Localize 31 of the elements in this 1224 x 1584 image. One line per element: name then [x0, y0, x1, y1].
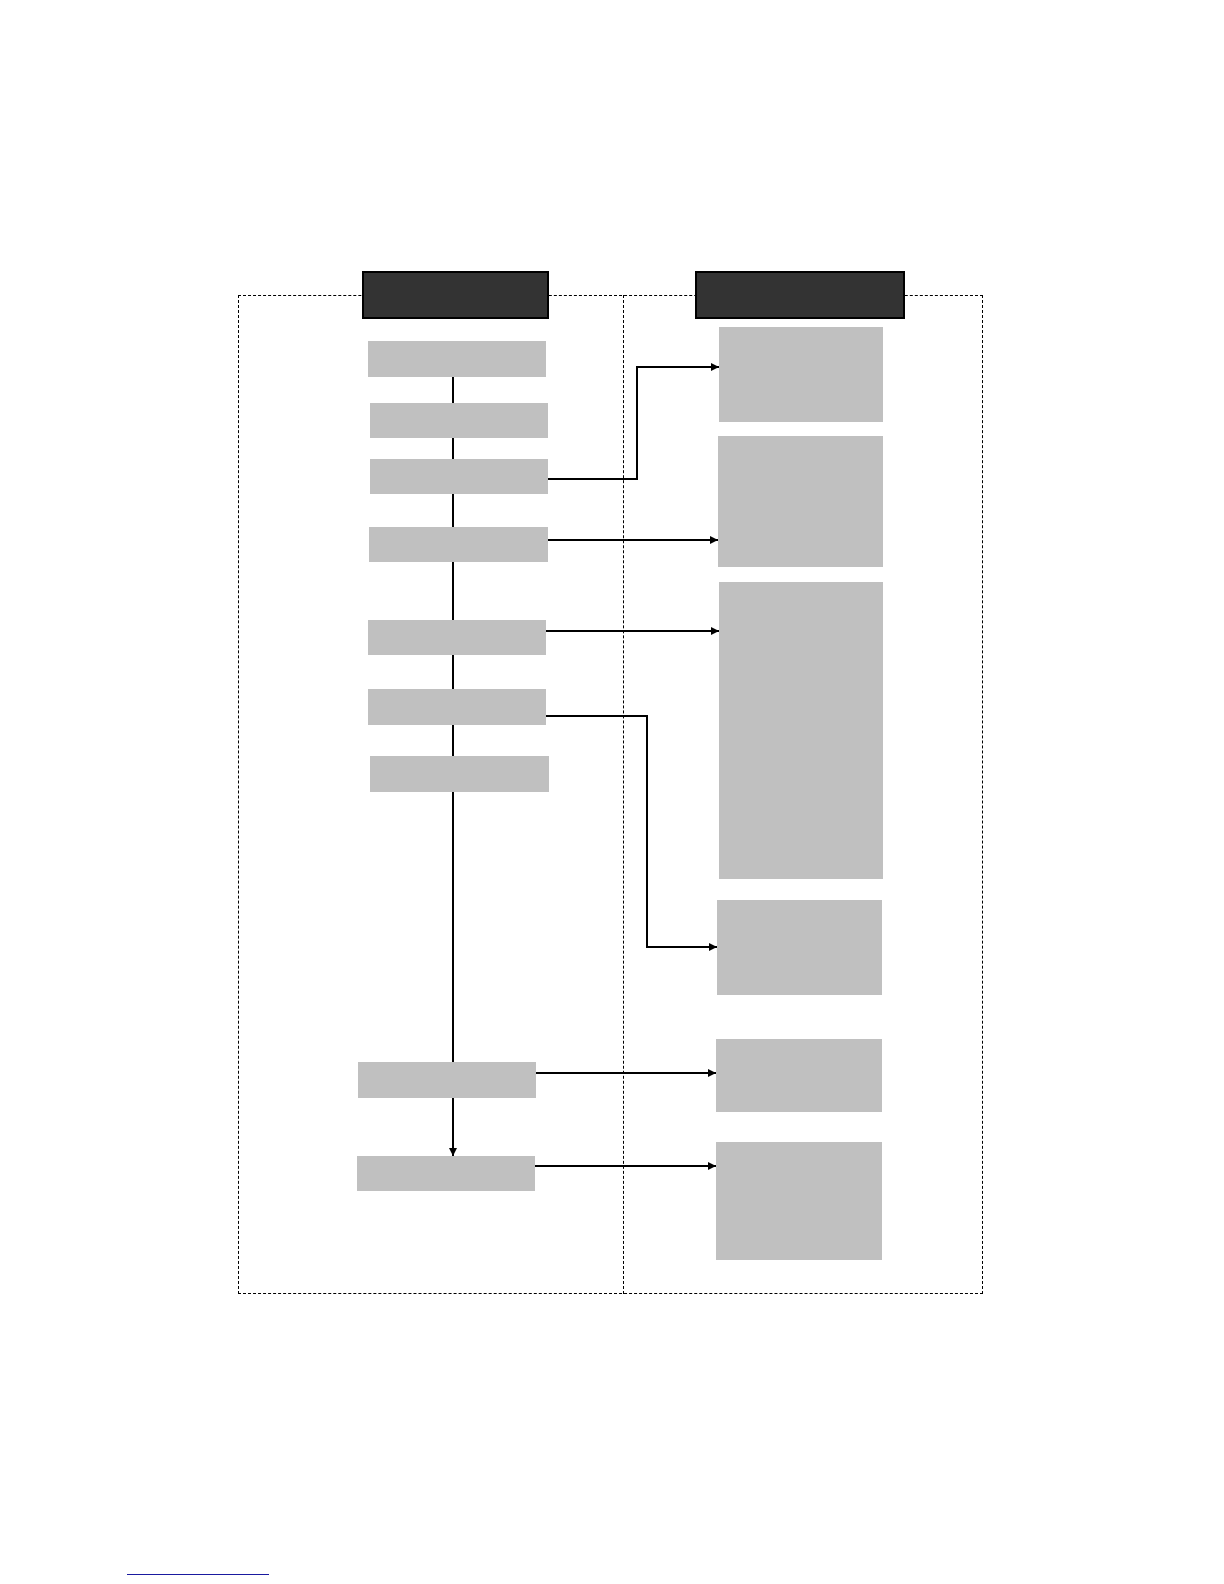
step-box: [368, 341, 546, 377]
connector-line: [452, 493, 454, 528]
arrow: [545, 627, 720, 635]
step-box: [370, 756, 549, 792]
arrow: [545, 715, 718, 951]
arrow: [449, 1097, 457, 1157]
result-box: [716, 1039, 882, 1112]
step-box: [368, 620, 546, 655]
result-box: [719, 582, 883, 879]
arrow: [534, 1162, 717, 1170]
result-box: [718, 436, 883, 567]
header-box: [362, 271, 549, 319]
result-box: [716, 1142, 882, 1260]
arrow: [535, 1069, 717, 1077]
step-box: [368, 689, 546, 725]
arrow: [547, 363, 720, 480]
step-box: [370, 459, 548, 494]
connector-line: [452, 376, 454, 404]
result-box: [717, 900, 882, 995]
arrow: [547, 536, 719, 544]
step-box: [357, 1156, 535, 1191]
connector-line: [452, 561, 454, 621]
header-box: [695, 271, 905, 319]
result-box: [719, 327, 883, 422]
connector-line: [452, 437, 454, 460]
connector-line: [452, 724, 454, 757]
step-box: [358, 1062, 536, 1098]
step-box: [370, 403, 548, 438]
connector-line: [452, 654, 454, 690]
step-box: [369, 527, 548, 562]
connector-line: [452, 791, 454, 1063]
